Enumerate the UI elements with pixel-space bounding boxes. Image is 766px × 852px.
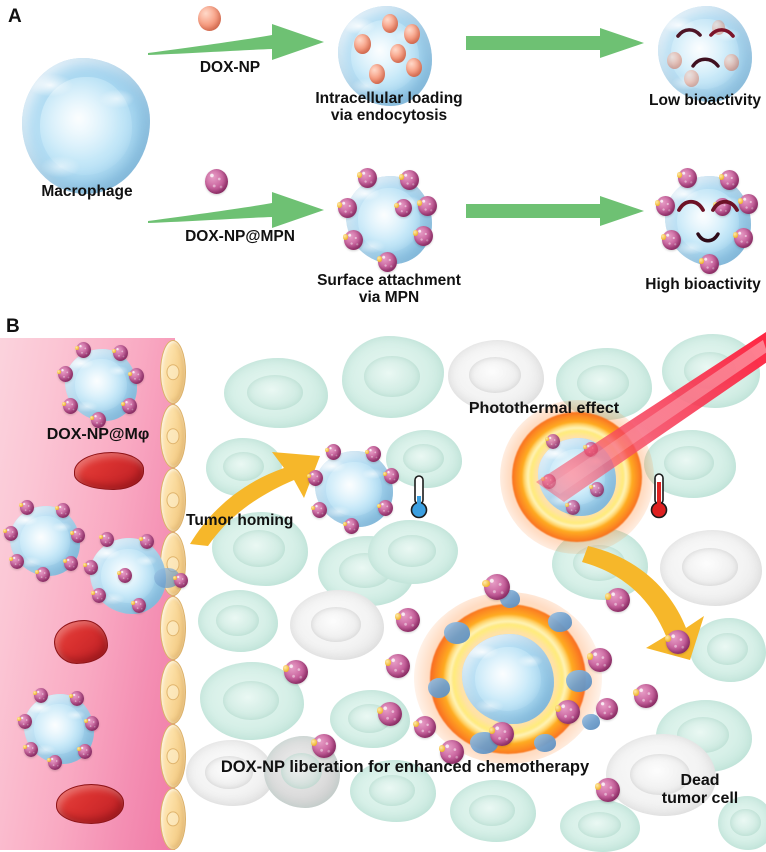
label-dox-np-liberation: DOX-NP liberation for enhanced chemother… [220, 758, 590, 776]
tumor-cell [662, 334, 760, 408]
arrow-tumor-homing [186, 436, 326, 546]
liberated-dox-np [604, 588, 630, 612]
label-tumor-homing: Tumor homing [186, 512, 294, 529]
label-high-bioactivity: High bioactivity [645, 276, 761, 293]
label-photothermal-effect: Photothermal effect [468, 400, 620, 417]
circulating-dox-np-macrophage-3 [17, 688, 100, 770]
cell-surface-attachment [336, 168, 438, 272]
red-blood-cell-2 [54, 620, 108, 664]
circulating-dox-np-macrophage-1 [57, 342, 144, 428]
dead-tumor-cell [606, 734, 716, 816]
arrow-to-low-bioactivity [466, 28, 644, 58]
liberated-dox-np [632, 684, 658, 708]
macrophage-cell [22, 58, 150, 194]
liberated-dox-np [596, 698, 618, 720]
endothelium-wall [160, 338, 186, 850]
liberated-dox-np [376, 702, 402, 726]
liberated-dox-np [586, 648, 612, 672]
label-dead-tumor-cell: Dead tumor cell [661, 772, 739, 807]
liberated-dox-np [394, 608, 420, 632]
red-blood-cell-3 [56, 784, 124, 824]
liberated-dox-np [384, 654, 410, 678]
cell-high-bioactivity [654, 168, 758, 274]
bursting-macrophage [408, 586, 608, 770]
macrophage-label: Macrophage [41, 183, 133, 200]
liberated-dox-np [488, 722, 514, 746]
liberated-dox-np [282, 660, 308, 684]
liberated-dox-np [594, 778, 620, 802]
photothermal-cell [500, 400, 654, 554]
liberated-dox-np [664, 630, 690, 654]
tumor-cell [200, 662, 304, 740]
thermometer-cold-icon [408, 474, 430, 520]
label-low-bioactivity: Low bioactivity [649, 92, 761, 109]
arrow-to-high-bioactivity [466, 196, 644, 226]
panel-a-letter: A [8, 6, 22, 27]
arrow-dox-np-mpn [148, 190, 324, 230]
liberated-dox-np [310, 734, 336, 758]
dead-tumor-cell [186, 740, 274, 806]
liberated-dox-np [554, 700, 580, 724]
tumor-cell [368, 520, 458, 584]
tumor-cell [212, 512, 308, 586]
extravasating-macrophage [83, 530, 188, 622]
thermometer-hot-icon [648, 472, 670, 520]
homed-macrophage [307, 444, 400, 534]
tumor-cell [560, 800, 640, 852]
label-intracellular-loading: Intracellular loading via endocytosis [315, 90, 463, 125]
tumor-cell [224, 358, 328, 428]
liberated-dox-np [412, 716, 436, 738]
arrow-label-dox-np: DOX-NP [199, 59, 261, 76]
liberated-dox-np [482, 574, 510, 600]
tumor-cell [198, 590, 278, 652]
label-surface-attachment: Surface attachment via MPN [317, 272, 461, 307]
tumor-cell [342, 336, 444, 418]
arrow-label-dox-np-mpn: DOX-NP@MPN [185, 228, 295, 245]
circulating-dox-np-macrophage-2 [3, 500, 86, 582]
dead-tumor-cell [660, 530, 762, 606]
tumor-cell [350, 760, 436, 822]
liberated-dox-np [438, 740, 464, 764]
red-blood-cell-1 [74, 452, 144, 490]
dox-np-mpn-particle [205, 169, 228, 194]
arrow-dox-np [148, 22, 324, 62]
panel-b-letter: B [6, 316, 20, 337]
tumor-cell [386, 430, 462, 488]
cell-low-bioactivity [658, 6, 752, 102]
tumor-cell [450, 780, 536, 842]
cell-intracellular-loading [338, 6, 432, 106]
tumor-cell [718, 796, 766, 850]
label-dox-np-macrophage: DOX-NP@Mφ [46, 426, 150, 443]
dead-tumor-cell [448, 340, 544, 412]
tumor-cell [690, 618, 766, 682]
dead-tumor-cell [290, 590, 384, 660]
dox-np-particle [198, 6, 221, 31]
